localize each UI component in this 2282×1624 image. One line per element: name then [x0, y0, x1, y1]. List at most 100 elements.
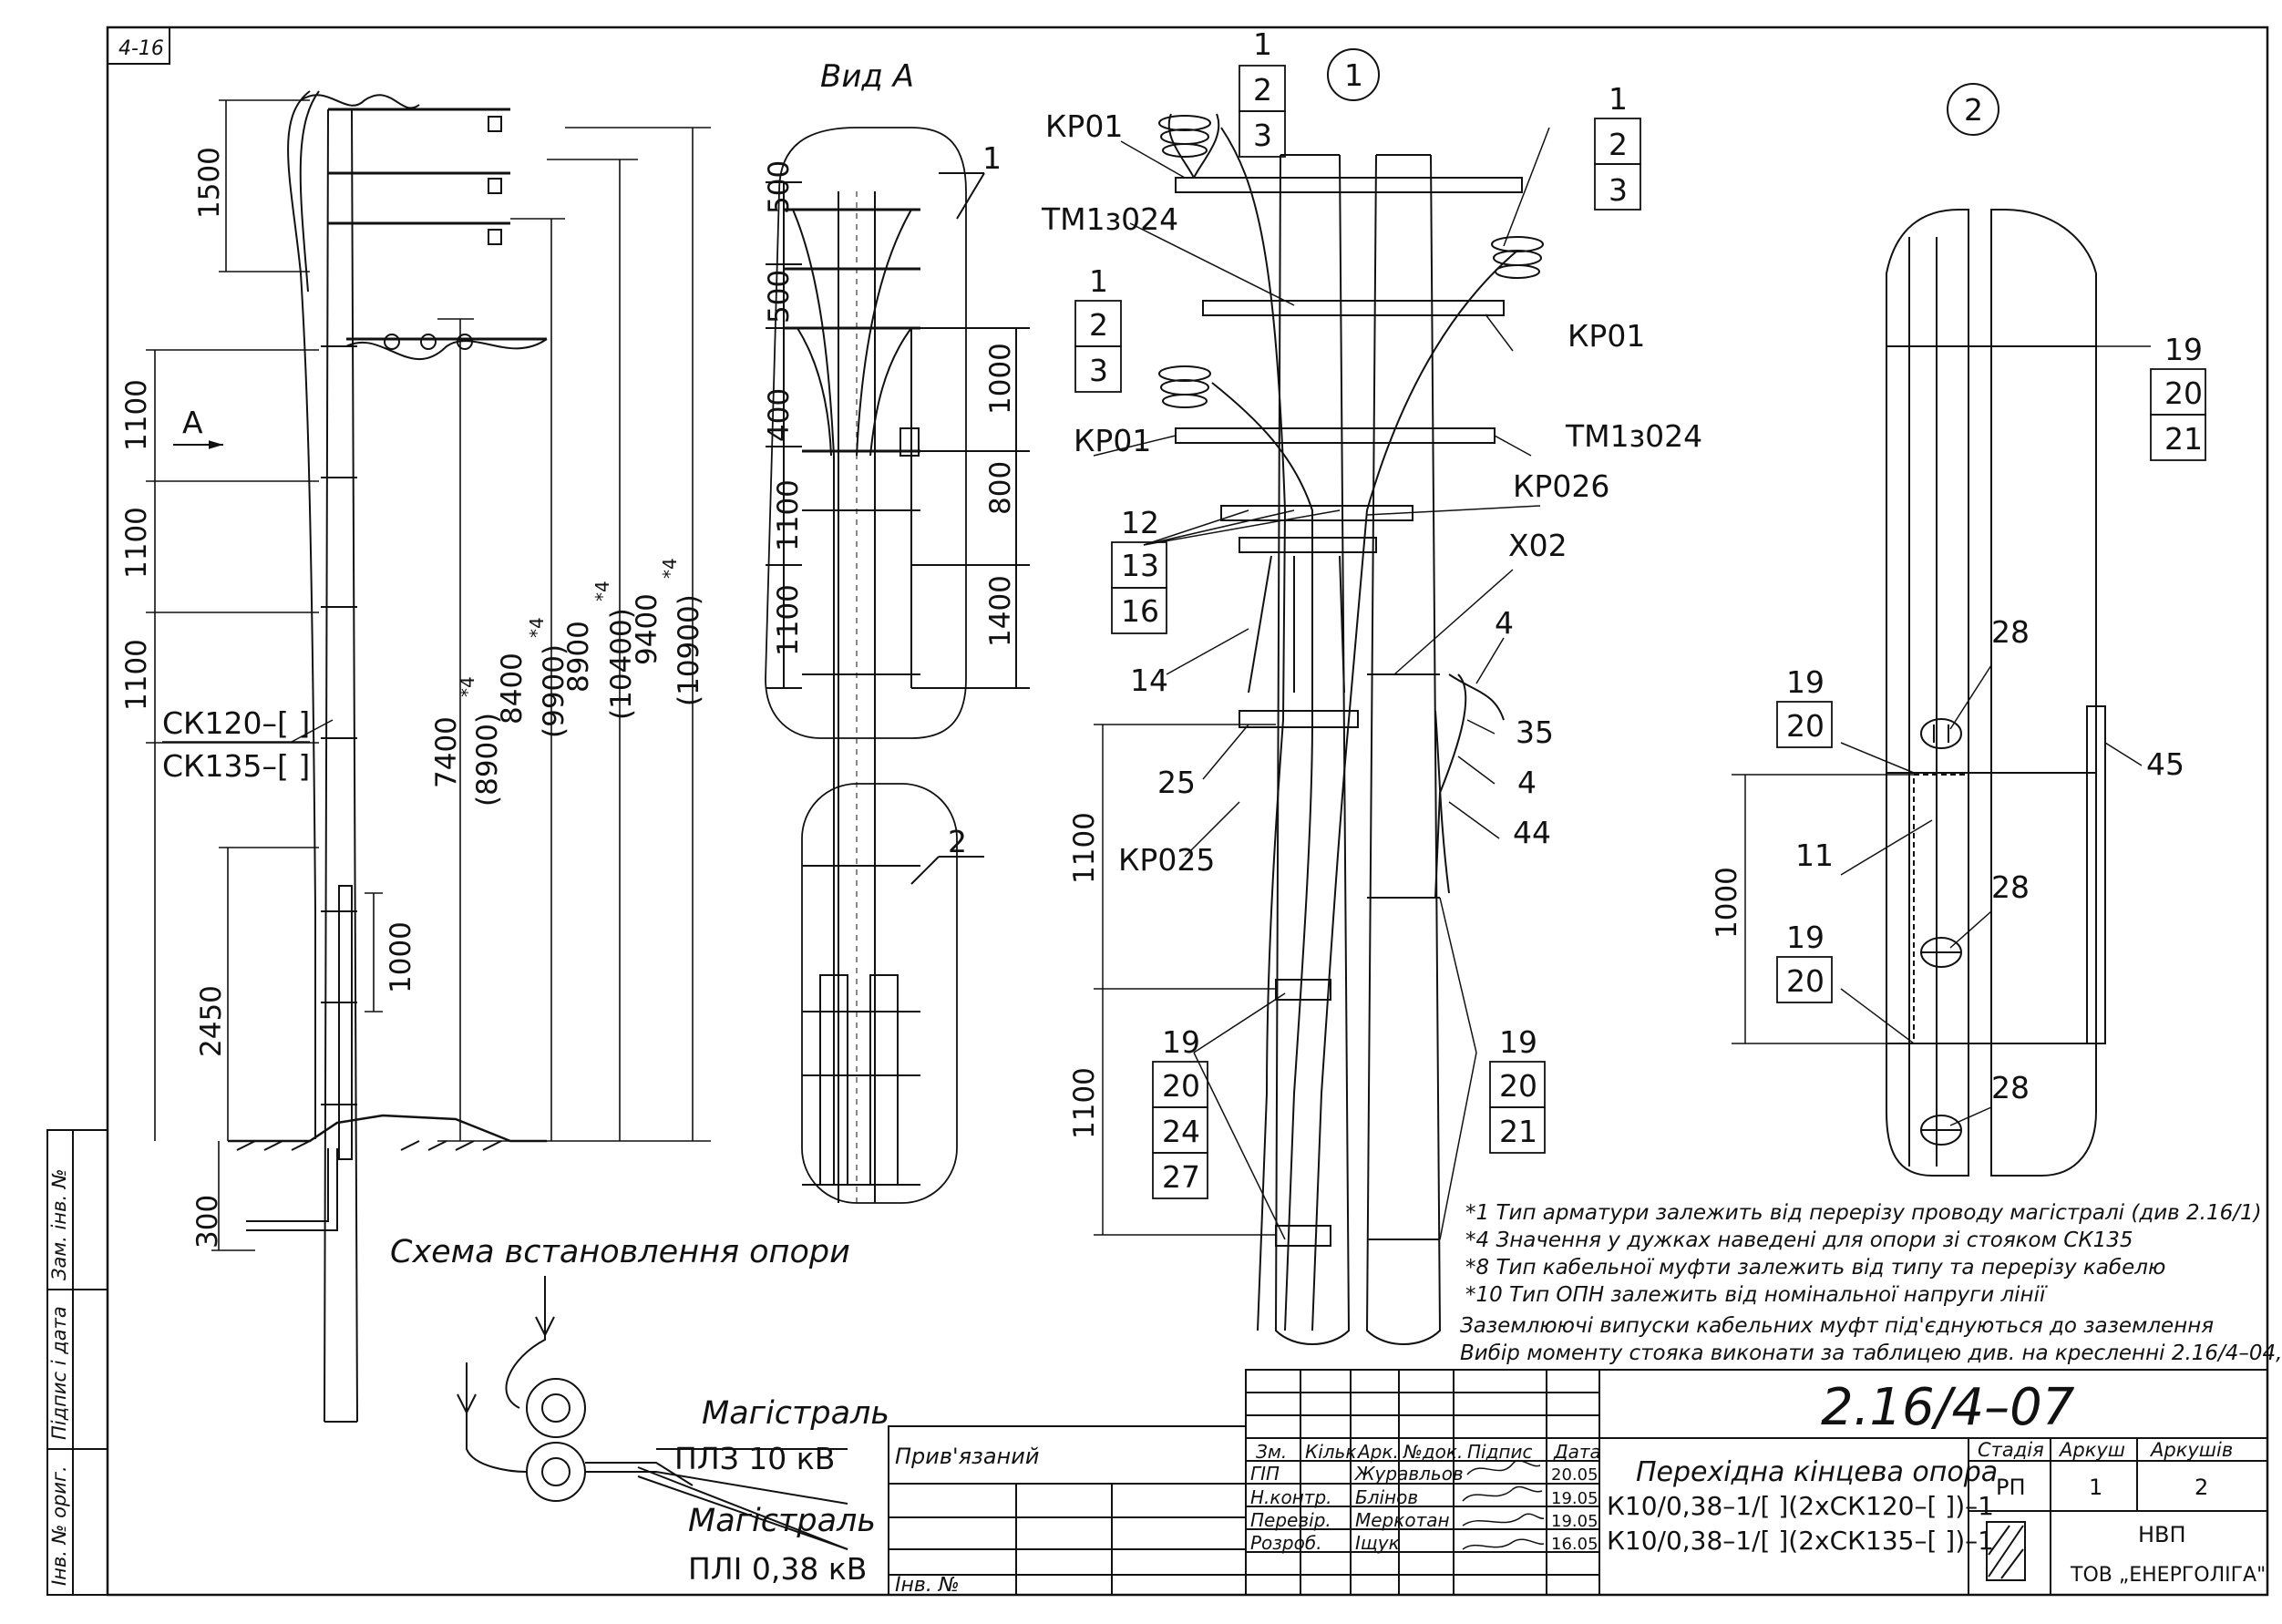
- height-9400-alt: (10900): [673, 594, 705, 706]
- height-8900-mark: *4: [591, 581, 613, 601]
- view-a-dim-1000: 1000: [984, 343, 1017, 415]
- view-a-dim-500-a: 500: [763, 160, 796, 214]
- row-rozrob-role: Розроб.: [1250, 1532, 1322, 1554]
- detail1-label-kr01-top: КР01: [1045, 108, 1123, 144]
- dim-1000: 1000: [385, 921, 417, 993]
- dim-1100-a: 1100: [120, 379, 153, 451]
- row-perevir-name: Меркотан: [1355, 1509, 1450, 1531]
- th-data: Дата: [1553, 1441, 1601, 1463]
- row-gip-date: 20.05: [1551, 1465, 1598, 1485]
- row-perevir-date: 19.05: [1551, 1512, 1598, 1531]
- detail1-label-44: 44: [1513, 815, 1551, 850]
- svg-text:21: 21: [1499, 1114, 1537, 1149]
- row-nkontr-date: 19.05: [1551, 1489, 1598, 1508]
- note-8: *8 Тип кабельної муфти залежить від типу…: [1465, 1256, 2165, 1280]
- row-gip-name: Журавльов: [1353, 1463, 1464, 1485]
- th-ark: Арк.: [1356, 1441, 1399, 1463]
- main-pole-view: [228, 90, 548, 1423]
- detail2-label-28-a: 28: [1991, 614, 2030, 650]
- stamp-inv-oryg: Інв. № ориг.: [48, 1465, 70, 1586]
- svg-text:3: 3: [1253, 118, 1272, 153]
- pole-type-sk120: СК120–[ ]: [162, 705, 310, 741]
- note-1: *1 Тип арматури залежить від перерізу пр…: [1465, 1201, 2262, 1225]
- view-a: [765, 127, 1030, 1204]
- detail1-label-4-top: 4: [1495, 605, 1514, 641]
- stage-head: Стадія: [1978, 1439, 2044, 1461]
- dim-1100-b: 1100: [120, 507, 153, 579]
- dim-2450: 2450: [195, 985, 228, 1057]
- svg-text:19: 19: [1786, 920, 1825, 955]
- svg-text:19: 19: [1786, 664, 1825, 700]
- detail-2: [1732, 83, 2151, 1177]
- detail1-label-kr01-left: КР01: [1074, 423, 1151, 458]
- org-name-1: НВП: [2138, 1522, 2186, 1547]
- view-a-callout-1: 1: [982, 140, 1002, 176]
- detail2-dim-1000: 1000: [1711, 867, 1743, 939]
- sheet-value: 1: [2089, 1475, 2102, 1500]
- dim-1100-c: 1100: [120, 639, 153, 711]
- note-grounding: Заземлюючі випуски кабельних муфт під'єд…: [1460, 1314, 2214, 1338]
- svg-text:19: 19: [1162, 1024, 1200, 1060]
- detail1-label-14: 14: [1130, 663, 1168, 698]
- detail1-label-kr026: КР026: [1513, 468, 1609, 504]
- stamp-zam-inv: Зам. інв. №: [48, 1168, 70, 1280]
- view-a-title: Вид А: [820, 58, 914, 95]
- row-rozrob-name: Іщук: [1355, 1532, 1400, 1554]
- stack-bottom-right: 19 20 21: [1489, 1024, 1546, 1154]
- row-gip-role: ГІП: [1250, 1463, 1280, 1485]
- height-9400: 9400: [631, 593, 663, 665]
- scheme-line1-sub: ПЛЗ 10 кВ: [674, 1441, 835, 1476]
- svg-text:1: 1: [1089, 263, 1108, 299]
- detail1-dim-1100-b: 1100: [1068, 1067, 1101, 1139]
- svg-text:20: 20: [1162, 1068, 1200, 1104]
- detail1-label-25: 25: [1157, 765, 1196, 800]
- svg-text:20: 20: [1499, 1068, 1537, 1104]
- sheet-code-box: [107, 26, 170, 65]
- dim-300: 300: [191, 1195, 224, 1249]
- th-ndok: №док.: [1403, 1441, 1463, 1463]
- doc-code: 2.16/4–07: [1821, 1378, 2075, 1437]
- detail1-circle: 1: [1344, 57, 1363, 93]
- height-8900: 8900: [562, 621, 595, 693]
- stack-clamp: 12 13 16: [1111, 505, 1167, 634]
- svg-text:3: 3: [1609, 172, 1628, 208]
- height-8900-alt: (10400): [605, 608, 638, 720]
- row-perevir-role: Перевір.: [1250, 1509, 1331, 1531]
- view-a-callout-2: 2: [948, 824, 967, 859]
- height-8400: 8400: [496, 653, 529, 725]
- svg-text:19: 19: [1499, 1024, 1537, 1060]
- row-nkontr-role: Н.контр.: [1250, 1486, 1332, 1508]
- scheme-line1-title: Магістраль: [702, 1395, 889, 1432]
- svg-text:27: 27: [1162, 1159, 1200, 1195]
- svg-text:2: 2: [1253, 72, 1272, 108]
- detail1-label-35: 35: [1516, 714, 1554, 750]
- detail1-label-tm1z024-right: ТМ1з024: [1565, 418, 1702, 454]
- note-moment: Вибір моменту стояка виконати за таблице…: [1460, 1341, 2282, 1365]
- svg-text:1: 1: [1253, 26, 1272, 62]
- th-zm: Зм.: [1256, 1441, 1287, 1463]
- detail2-stack-left-2: 19 20: [1776, 920, 1833, 1003]
- svg-text:20: 20: [1786, 963, 1825, 999]
- scheme-line2-title: Магістраль: [688, 1503, 876, 1539]
- title-line-3: К10/0,38–1/[ ](2хСК135–[ ])–1: [1607, 1526, 1994, 1556]
- height-7400-alt: (8900): [471, 713, 504, 807]
- detail1-label-tm1z024-top: ТМ1з024: [1041, 201, 1178, 237]
- svg-text:20: 20: [1786, 708, 1825, 744]
- scheme-title: Схема встановлення опори: [390, 1234, 850, 1270]
- stage-value: РП: [1996, 1475, 2026, 1500]
- th-pidpys: Підпис: [1467, 1441, 1533, 1463]
- svg-text:16: 16: [1121, 593, 1159, 629]
- view-a-dim-800: 800: [984, 461, 1017, 515]
- stack-left: 1 2 3: [1074, 263, 1122, 393]
- title-block: [888, 1369, 2268, 1596]
- detail2-label-28-c: 28: [1991, 1070, 2030, 1105]
- notes-block: *1 Тип арматури залежить від перерізу пр…: [1460, 1201, 2282, 1365]
- note-10: *10 Тип ОПН залежить від номінальної нап…: [1465, 1283, 2048, 1307]
- svg-text:1: 1: [1609, 81, 1628, 117]
- detail1-label-4: 4: [1517, 765, 1537, 800]
- detail2-label-45: 45: [2146, 746, 2184, 782]
- svg-text:3: 3: [1089, 353, 1108, 388]
- dim-1500: 1500: [193, 147, 226, 219]
- view-a-dim-400: 400: [763, 388, 796, 442]
